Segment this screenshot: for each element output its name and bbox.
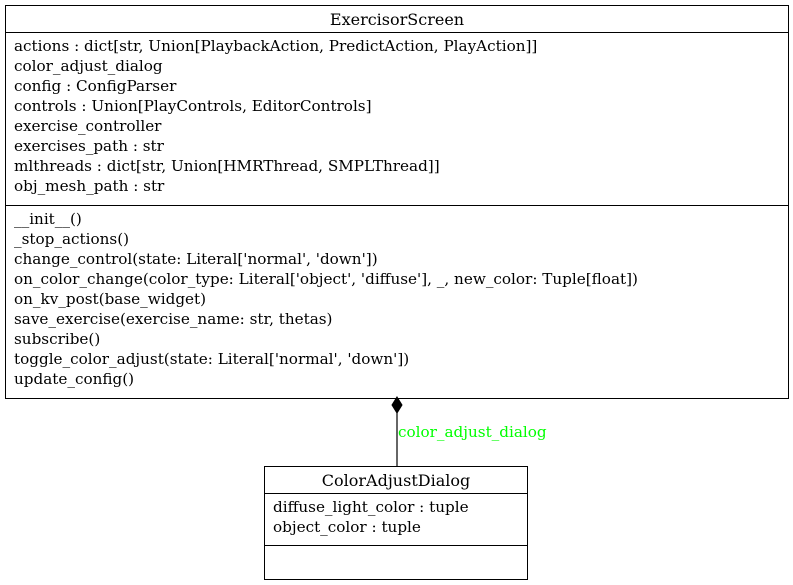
method: subscribe() bbox=[14, 330, 101, 348]
method: __init__() bbox=[14, 210, 82, 228]
attribute: mlthreads : dict[str, Union[HMRThread, S… bbox=[14, 157, 440, 175]
method: update_config() bbox=[14, 370, 135, 388]
attributes-section: actions : dict[str, Union[PlaybackAction… bbox=[6, 33, 788, 206]
methods-section bbox=[265, 546, 527, 579]
class-name: ExercisorScreen bbox=[6, 6, 788, 33]
methods-section: __init__() _stop_actions() change_contro… bbox=[6, 206, 788, 398]
attribute: color_adjust_dialog bbox=[14, 57, 163, 75]
attributes-section: diffuse_light_color : tuple object_color… bbox=[265, 494, 527, 546]
attribute: diffuse_light_color : tuple bbox=[273, 498, 469, 516]
method: change_control(state: Literal['normal', … bbox=[14, 250, 378, 268]
attribute: exercises_path : str bbox=[14, 137, 164, 155]
method: save_exercise(exercise_name: str, thetas… bbox=[14, 310, 333, 328]
method: toggle_color_adjust(state: Literal['norm… bbox=[14, 350, 410, 368]
attribute: obj_mesh_path : str bbox=[14, 177, 165, 195]
attribute: exercise_controller bbox=[14, 117, 162, 135]
attribute: config : ConfigParser bbox=[14, 77, 177, 95]
method: _stop_actions() bbox=[14, 230, 130, 248]
class-exercisor-screen: ExercisorScreen actions : dict[str, Unio… bbox=[5, 5, 789, 399]
edge-label: color_adjust_dialog bbox=[398, 423, 547, 441]
method: on_kv_post(base_widget) bbox=[14, 290, 207, 308]
class-color-adjust-dialog: ColorAdjustDialog diffuse_light_color : … bbox=[264, 466, 528, 580]
composition-diamond-icon bbox=[391, 396, 403, 414]
method: on_color_change(color_type: Literal['obj… bbox=[14, 270, 638, 288]
attribute: controls : Union[PlayControls, EditorCon… bbox=[14, 97, 372, 115]
attribute: actions : dict[str, Union[PlaybackAction… bbox=[14, 37, 538, 55]
class-name: ColorAdjustDialog bbox=[265, 467, 527, 494]
attribute: object_color : tuple bbox=[273, 518, 421, 536]
